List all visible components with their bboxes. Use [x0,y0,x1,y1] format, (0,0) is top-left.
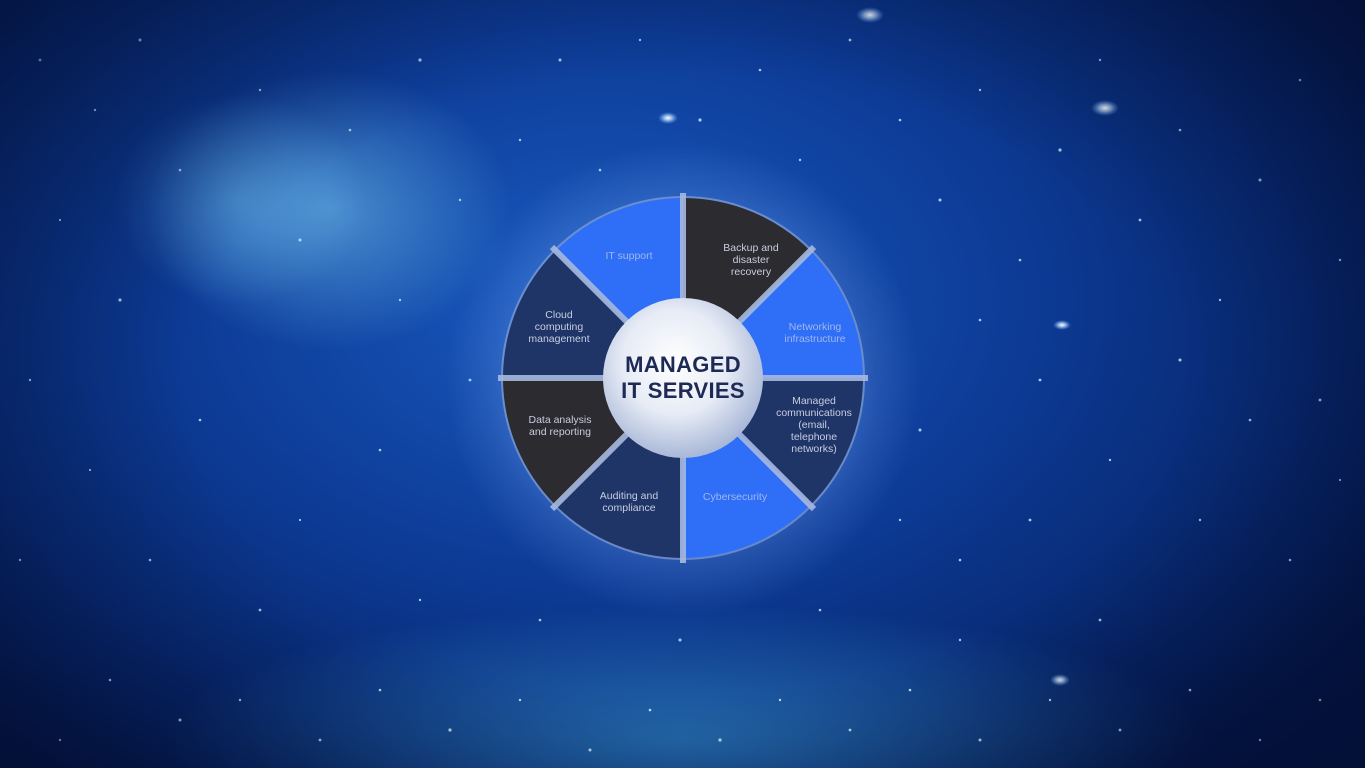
label-it-support: IT support [605,250,653,262]
label-data-analysis: Data analysis and reporting [528,414,592,438]
center-title-line2: IT SERVIES [621,378,745,403]
managed-it-services-wheel: MANAGED IT SERVIES Backup and disaster r… [498,193,868,563]
label-cloud: Cloud computing management [528,309,590,345]
label-cybersecurity: Cybersecurity [702,491,768,503]
label-networking: Networking infrastructure [784,321,846,345]
label-communications: Managed communications (email, telephone… [776,395,852,455]
label-auditing: Auditing and compliance [599,490,659,514]
center-circle [603,298,763,458]
label-backup: Backup and disaster recovery [723,242,779,278]
center-title-line1: MANAGED [625,352,741,377]
center-title: MANAGED IT SERVIES [621,352,745,404]
wheel-graphic [498,193,868,563]
